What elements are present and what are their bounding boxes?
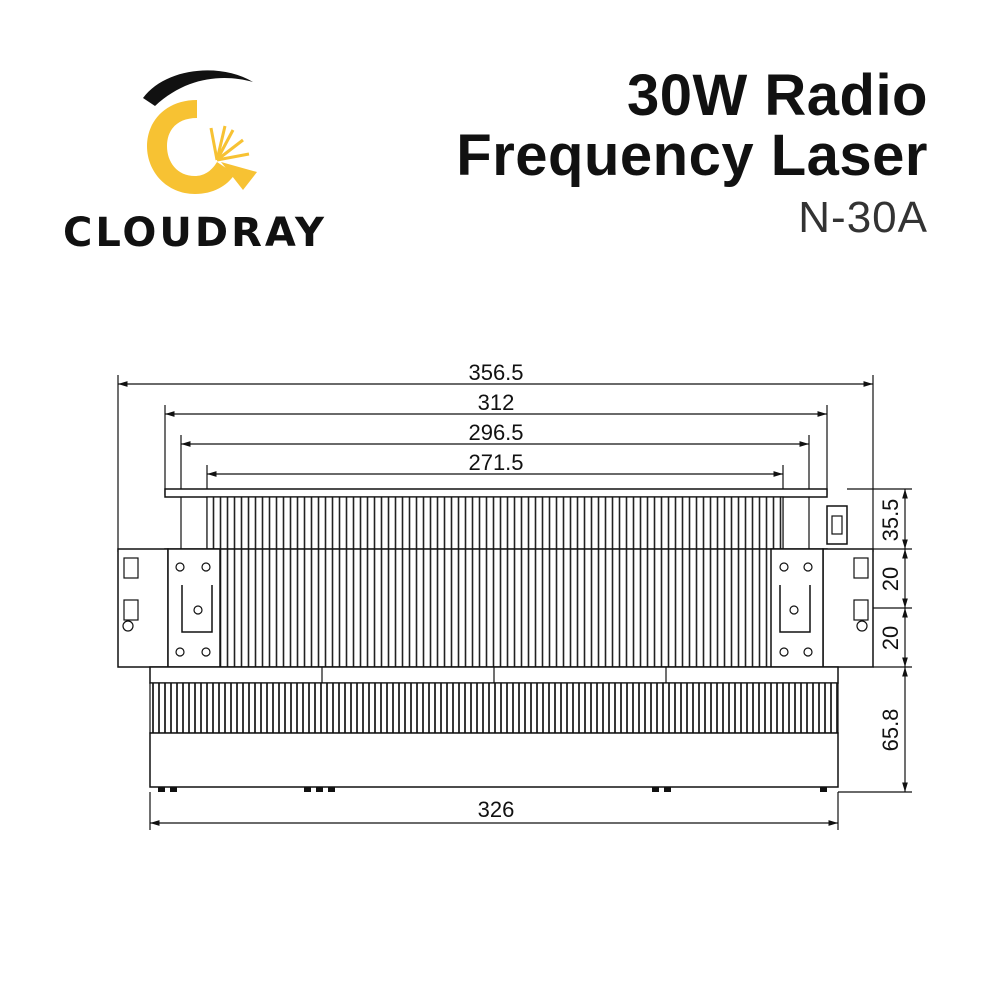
dim-356-5: 356.5 xyxy=(468,360,523,385)
dim-326: 326 xyxy=(478,797,515,822)
main-body xyxy=(164,548,828,668)
upper-fins xyxy=(206,496,784,550)
laser-dimension-drawing: 356.5 312 296.5 271.5 xyxy=(117,360,912,830)
dim-271-5: 271.5 xyxy=(468,450,523,475)
cloudray-logo-icon xyxy=(143,70,257,194)
title-line-1: 30W Radio xyxy=(627,63,928,128)
dim-20-lower: 20 xyxy=(878,626,903,650)
dim-20-upper: 20 xyxy=(878,567,903,591)
base-plate xyxy=(149,732,839,788)
logo: CLOUDRAY xyxy=(60,60,330,260)
top-plate xyxy=(164,488,828,498)
model-number: N-30A xyxy=(798,193,928,242)
dim-296-5: 296.5 xyxy=(468,420,523,445)
dim-312: 312 xyxy=(478,390,515,415)
dim-65-8: 65.8 xyxy=(878,709,903,752)
title-line-2: Frequency Laser xyxy=(456,123,928,188)
brand-name: CLOUDRAY xyxy=(63,210,327,256)
mounting-feet xyxy=(158,787,827,792)
title-block: 30W Radio Frequency Laser N-30A xyxy=(456,66,928,242)
lower-fins xyxy=(149,682,839,734)
dim-35-5: 35.5 xyxy=(878,499,903,542)
